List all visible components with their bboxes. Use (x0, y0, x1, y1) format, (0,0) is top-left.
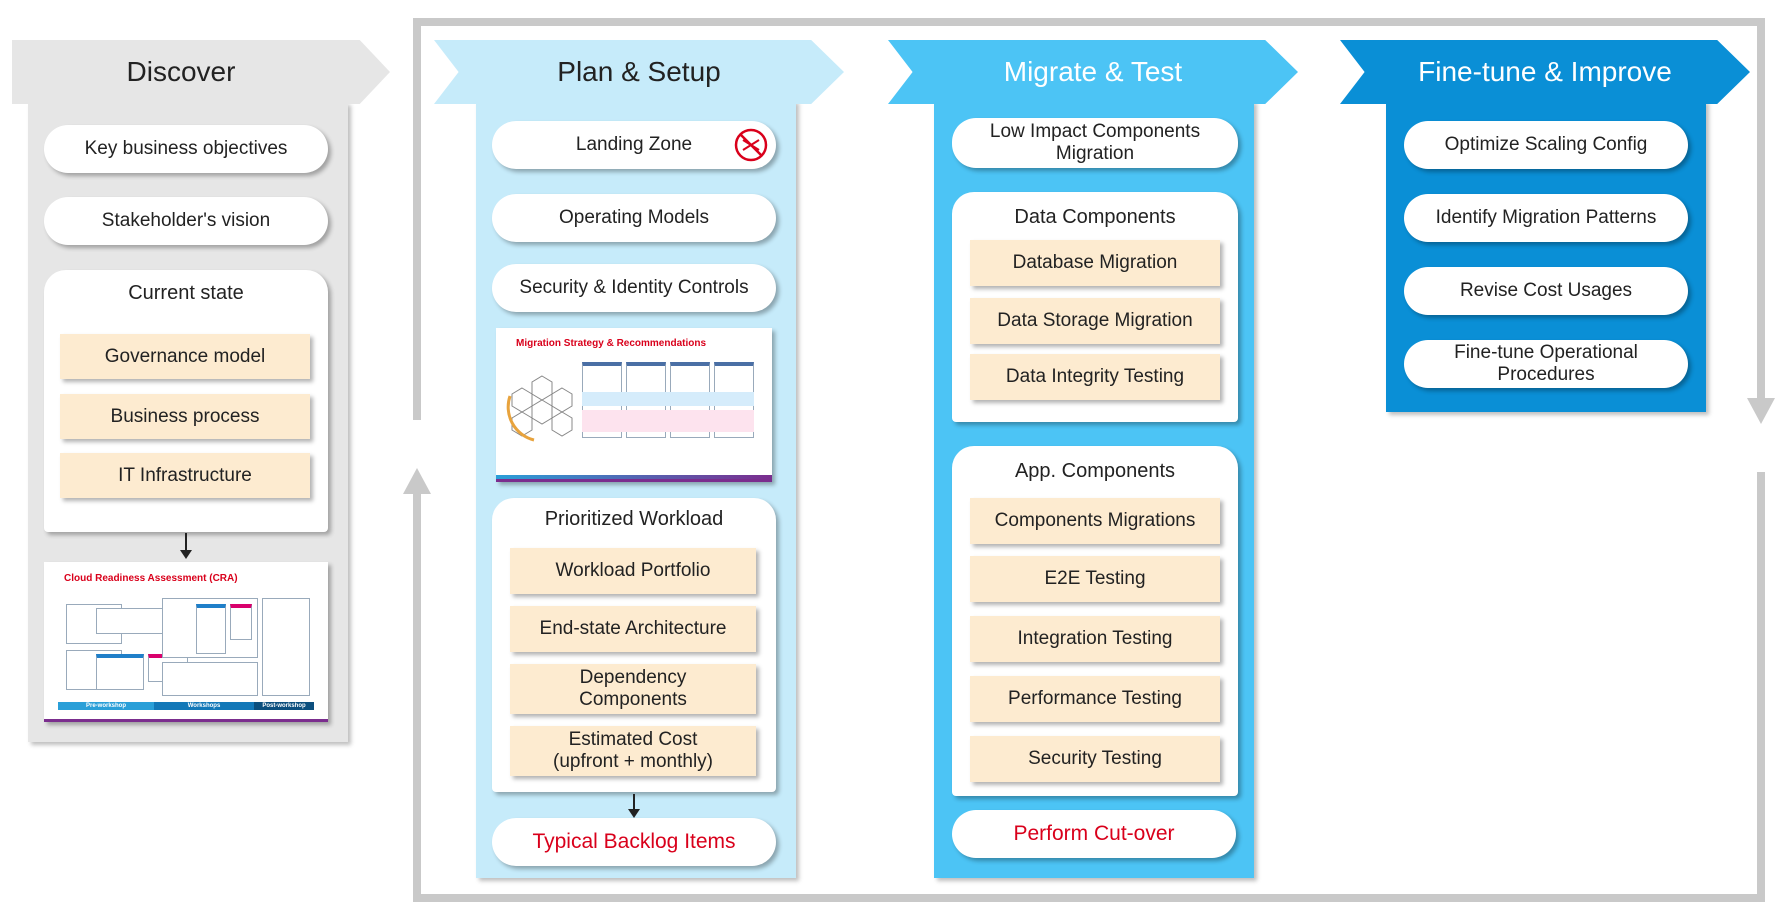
migration-strategy-title: Migration Strategy & Recommendations (516, 338, 707, 349)
loop-top-line (413, 18, 1765, 26)
revise-cost-pill: Revise Cost Usages (1404, 267, 1688, 315)
plan-header: Plan & Setup (434, 40, 844, 104)
estimated-cost-box: Estimated Cost (upfront + monthly) (510, 726, 756, 776)
operating-models-pill: Operating Models (492, 194, 776, 242)
cra-thumbnail: Cloud Readiness Assessment (CRA) Pre-wor… (44, 562, 328, 722)
loop-left-upper-line (413, 18, 421, 420)
components-migrations-box: Components Migrations (970, 498, 1220, 544)
current-state-down-arrow (180, 533, 192, 559)
loop-up-arrow (403, 468, 431, 494)
loop-right-upper-line (1757, 18, 1765, 400)
plan-title: Plan & Setup (557, 56, 721, 87)
data-storage-migration-box: Data Storage Migration (970, 298, 1220, 344)
cra-title: Cloud Readiness Assessment (CRA) (64, 573, 238, 584)
workload-portfolio-box: Workload Portfolio (510, 548, 756, 594)
cra-phase-post: Post-workshop (254, 702, 314, 710)
typical-backlog-pill: Typical Backlog Items (492, 818, 776, 866)
current-state-card: Current state Governance model Business … (44, 270, 328, 532)
cra-card-5 (196, 604, 226, 654)
strategy-pink-band (582, 410, 754, 432)
data-components-card: Data Components Database Migration Data … (952, 192, 1238, 422)
finetune-procedures-pill: Fine-tune Operational Procedures (1404, 340, 1688, 388)
cra-card-8 (262, 598, 310, 696)
landing-zone-label: Landing Zone (575, 134, 693, 156)
key-business-objectives-pill: Key business objectives (44, 125, 328, 173)
cra-card-6 (230, 604, 252, 640)
dependency-components-box: Dependency Components (510, 664, 756, 714)
loop-down-arrow (1747, 398, 1775, 424)
database-migration-box: Database Migration (970, 240, 1220, 286)
low-impact-pill: Low Impact Components Migration (952, 118, 1238, 168)
perform-cutover-pill: Perform Cut-over (952, 810, 1236, 858)
cra-card-2 (96, 654, 144, 690)
end-state-architecture-box: End-state Architecture (510, 606, 756, 652)
cra-phase-workshops: Workshops (154, 702, 254, 710)
optimize-scaling-pill: Optimize Scaling Config (1404, 121, 1688, 169)
landing-zone-pill: Landing Zone (492, 121, 776, 169)
e2e-testing-box: E2E Testing (970, 556, 1220, 602)
cra-card-7 (162, 662, 258, 696)
app-components-card: App. Components Components Migrations E2… (952, 446, 1238, 796)
business-process-box: Business process (60, 394, 310, 439)
security-identity-pill: Security & Identity Controls (492, 264, 776, 312)
current-state-title: Current state (128, 282, 244, 304)
migration-strategy-thumbnail: Migration Strategy & Recommendations (496, 328, 772, 482)
migrate-title: Migrate & Test (1003, 56, 1183, 87)
stakeholder-vision-pill: Stakeholder's vision (44, 197, 328, 245)
app-components-title: App. Components (1014, 460, 1176, 482)
loop-bottom-line (413, 894, 1765, 902)
strategy-bottom-bar (496, 475, 772, 479)
no-entry-icon (734, 128, 768, 162)
loop-left-lower-line (413, 494, 421, 902)
cra-phase-bar: Pre-workshop Workshops Post-workshop (58, 702, 314, 710)
hexagon-cluster (506, 375, 573, 442)
finetune-title: Fine-tune & Improve (1418, 56, 1672, 87)
loop-right-lower-line (1757, 472, 1765, 902)
discover-header: Discover (12, 40, 390, 104)
migrate-header: Migrate & Test (888, 40, 1298, 104)
data-integrity-testing-box: Data Integrity Testing (970, 354, 1220, 400)
prioritized-workload-title: Prioritized Workload (544, 508, 724, 530)
integration-testing-box: Integration Testing (970, 616, 1220, 662)
identify-patterns-pill: Identify Migration Patterns (1404, 194, 1688, 242)
governance-model-box: Governance model (60, 334, 310, 379)
workload-down-arrow (628, 794, 640, 818)
it-infrastructure-box: IT Infrastructure (60, 453, 310, 498)
prioritized-workload-card: Prioritized Workload Workload Portfolio … (492, 498, 776, 792)
finetune-header: Fine-tune & Improve (1340, 40, 1750, 104)
cra-phase-pre: Pre-workshop (58, 702, 154, 710)
performance-testing-box: Performance Testing (970, 676, 1220, 722)
discover-title: Discover (126, 56, 236, 87)
strategy-blue-band (582, 392, 754, 406)
security-testing-box: Security Testing (970, 736, 1220, 782)
data-components-title: Data Components (1014, 206, 1176, 228)
